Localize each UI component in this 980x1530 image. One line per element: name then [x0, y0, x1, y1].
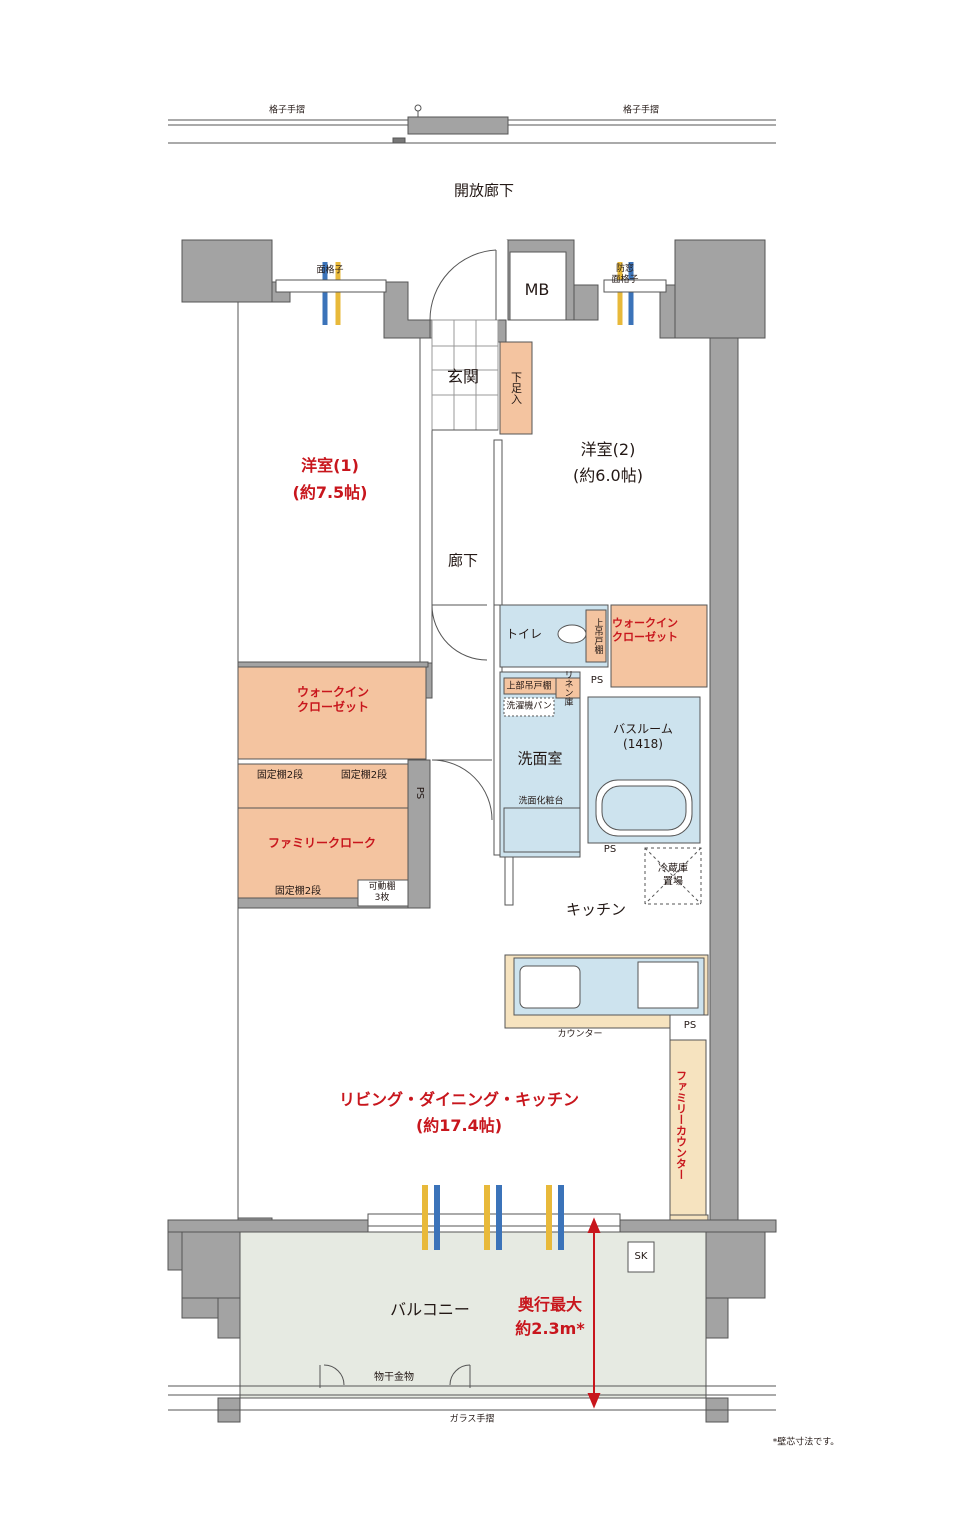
- ps-vertical-label: PS: [414, 786, 425, 800]
- fixed-shelf-2-label: 固定棚2段: [340, 770, 388, 781]
- washroom-label: 洗面室: [517, 749, 563, 768]
- counter-label: カウンター: [557, 1029, 603, 1040]
- toilet-shelf-label: 上吊戸棚: [592, 618, 603, 654]
- upper-cabinet-label: 上部吊戸棚: [506, 681, 552, 692]
- wet-areas: [499, 604, 701, 858]
- entrance-tiles: [431, 319, 499, 431]
- sk-label: SK: [634, 1251, 648, 1262]
- railing-right-label: 格子手摺: [622, 105, 660, 116]
- ps-toilet-label: PS: [590, 675, 604, 686]
- linen-label: リネン庫: [562, 670, 573, 706]
- kitchen-unit: [504, 954, 709, 1221]
- shoe-box-label: 下足入: [509, 371, 523, 405]
- footnote: *壁芯寸法です。: [772, 1437, 840, 1448]
- ldk-size: (約17.4帖): [415, 1116, 503, 1135]
- fixed-shelf-1-label: 固定棚2段: [256, 770, 304, 781]
- window-label-left: 面格子: [316, 265, 344, 276]
- mb-label: MB: [524, 280, 550, 299]
- sliding-window: [367, 1213, 621, 1227]
- mb-box: [509, 251, 567, 321]
- wic-right-label: ウォークイン クローゼット: [612, 616, 678, 643]
- glass-railing-label: ガラス手摺: [449, 1414, 495, 1425]
- western1-size: (約7.5帖): [292, 483, 368, 502]
- hallway-label: 廊下: [447, 551, 479, 570]
- top-railing: [168, 104, 776, 144]
- railing-left-label: 格子手摺: [268, 105, 306, 116]
- top-windows: [275, 279, 667, 293]
- door-arcs: [429, 249, 497, 821]
- wic-left-label: ウォークイン クローゼット: [296, 685, 370, 714]
- ps-kitchen-label: PS: [683, 1020, 697, 1031]
- depth-value: 約2.3m*: [515, 1319, 585, 1338]
- western2-size: (約6.0帖): [573, 466, 643, 485]
- family-cloak-label: ファミリークローク: [267, 836, 377, 850]
- clothes-hanger-label: 物干金物: [374, 1372, 414, 1383]
- fridge-space: [644, 847, 702, 905]
- toilet-label: トイレ: [505, 627, 543, 641]
- ps-bath-label: PS: [603, 844, 617, 855]
- interior-walls: [237, 337, 514, 909]
- balcony-label: バルコニー: [390, 1300, 470, 1319]
- closets: [237, 604, 708, 907]
- depth-arrow: [587, 1217, 601, 1409]
- depth-title: 奥行最大: [517, 1295, 583, 1314]
- fixed-shelf-3-label: 固定棚2段: [274, 886, 322, 897]
- bathroom-label: バスルーム (1418): [613, 722, 673, 751]
- balcony-area: [168, 1231, 776, 1411]
- western2-name: 洋室(2): [580, 440, 636, 459]
- shoe-box: [499, 341, 533, 435]
- ldk-name: リビング・ダイニング・キッチン: [338, 1090, 580, 1109]
- movable-shelf-label: 可動棚 3枚: [368, 881, 396, 903]
- family-counter-label: ファミリーカウンター: [674, 1070, 688, 1180]
- corridor-label: 開放廊下: [453, 181, 515, 200]
- kitchen-label: キッチン: [565, 900, 627, 919]
- fridge-label: 冷蔵庫 置場: [658, 863, 688, 888]
- western1-name: 洋室(1): [301, 456, 359, 475]
- airflow-arrows: [322, 262, 634, 1250]
- vanity-label: 洗面化粧台: [518, 796, 564, 807]
- window-label-right: 防窓 面格子: [611, 263, 639, 285]
- entrance-label: 玄関: [446, 367, 480, 386]
- washer-pan-label: 洗濯機パン: [506, 701, 552, 712]
